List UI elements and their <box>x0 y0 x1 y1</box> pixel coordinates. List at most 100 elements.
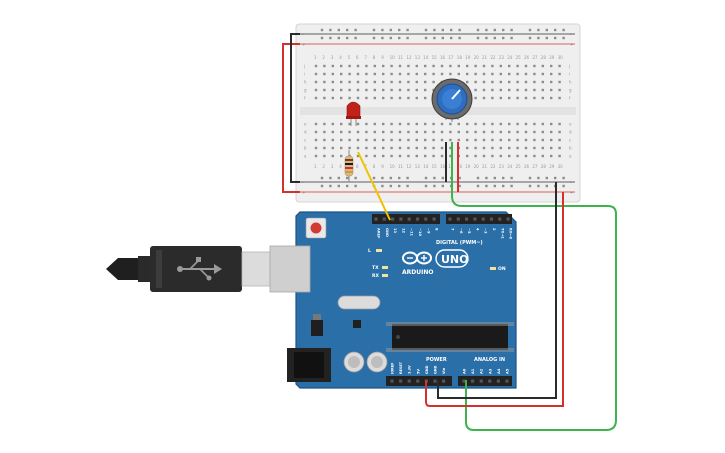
breadboard-hole[interactable] <box>348 146 351 150</box>
breadboard-hole[interactable] <box>466 154 469 158</box>
rail-hole[interactable] <box>337 28 340 32</box>
breadboard-hole[interactable] <box>449 72 452 76</box>
power-pin-hole[interactable] <box>390 379 394 383</box>
breadboard-hole[interactable] <box>348 88 351 92</box>
rail-hole[interactable] <box>398 176 401 180</box>
rail-hole[interactable] <box>329 36 332 40</box>
rail-hole[interactable] <box>537 184 540 188</box>
breadboard-hole[interactable] <box>390 88 393 92</box>
breadboard-hole[interactable] <box>314 122 318 126</box>
rail-hole[interactable] <box>441 176 444 180</box>
breadboard-hole[interactable] <box>356 146 360 150</box>
breadboard-hole[interactable] <box>482 72 486 76</box>
breadboard-hole[interactable] <box>314 96 318 100</box>
rail-hole[interactable] <box>389 36 392 40</box>
breadboard-hole[interactable] <box>524 146 528 150</box>
breadboard-hole[interactable] <box>415 64 418 68</box>
digital-pin-hole[interactable] <box>489 217 494 221</box>
breadboard-hole[interactable] <box>407 72 410 76</box>
breadboard-hole[interactable] <box>382 80 385 84</box>
breadboard-hole[interactable] <box>499 130 502 134</box>
breadboard-hole[interactable] <box>550 64 553 68</box>
breadboard-hole[interactable] <box>499 154 502 158</box>
breadboard-hole[interactable] <box>365 80 368 84</box>
breadboard-hole[interactable] <box>382 130 385 134</box>
breadboard-hole[interactable] <box>314 80 318 84</box>
breadboard-hole[interactable] <box>356 80 360 84</box>
rail-hole[interactable] <box>545 36 548 40</box>
breadboard-hole[interactable] <box>398 146 402 150</box>
breadboard-hole[interactable] <box>331 122 334 126</box>
breadboard-hole[interactable] <box>499 80 502 84</box>
breadboard-hole[interactable] <box>432 130 435 134</box>
rail-hole[interactable] <box>476 36 480 40</box>
rail-hole[interactable] <box>398 28 401 32</box>
rail-hole[interactable] <box>372 36 376 40</box>
rail-hole[interactable] <box>493 28 496 32</box>
rail-hole[interactable] <box>510 176 513 180</box>
rail-hole[interactable] <box>389 28 392 32</box>
rail-hole[interactable] <box>441 36 444 40</box>
breadboard-hole[interactable] <box>424 122 427 126</box>
breadboard-hole[interactable] <box>331 146 334 150</box>
digital-pin-hole[interactable] <box>473 217 477 221</box>
digital-header-left[interactable] <box>372 214 440 224</box>
rail-hole[interactable] <box>389 176 392 180</box>
rail-hole[interactable] <box>424 176 428 180</box>
breadboard-hole[interactable] <box>415 96 418 100</box>
breadboard-hole[interactable] <box>323 122 326 126</box>
breadboard-hole[interactable] <box>482 96 486 100</box>
breadboard-hole[interactable] <box>398 154 402 158</box>
breadboard-hole[interactable] <box>558 146 561 150</box>
breadboard-hole[interactable] <box>466 80 469 84</box>
rail-hole[interactable] <box>320 176 324 180</box>
breadboard-hole[interactable] <box>550 88 553 92</box>
breadboard-hole[interactable] <box>508 88 511 92</box>
rail-hole[interactable] <box>329 176 332 180</box>
breadboard-hole[interactable] <box>398 64 402 68</box>
breadboard-hole[interactable] <box>466 122 469 126</box>
rail-hole[interactable] <box>346 28 349 32</box>
breadboard-hole[interactable] <box>340 138 343 142</box>
breadboard-hole[interactable] <box>407 154 410 158</box>
breadboard-hole[interactable] <box>407 122 410 126</box>
breadboard-hole[interactable] <box>533 88 536 92</box>
breadboard-hole[interactable] <box>365 72 368 76</box>
rail-hole[interactable] <box>424 28 428 32</box>
power-pin-hole[interactable] <box>442 379 446 383</box>
breadboard-hole[interactable] <box>524 96 528 100</box>
breadboard-hole[interactable] <box>491 122 494 126</box>
rail-hole[interactable] <box>485 28 488 32</box>
breadboard-hole[interactable] <box>474 64 477 68</box>
breadboard-hole[interactable] <box>348 122 351 126</box>
breadboard-hole[interactable] <box>482 154 486 158</box>
rail-hole[interactable] <box>398 36 401 40</box>
breadboard-hole[interactable] <box>440 146 444 150</box>
rail-hole[interactable] <box>493 36 496 40</box>
wire-black-gnd[interactable] <box>437 182 557 399</box>
rail-hole[interactable] <box>354 176 357 180</box>
breadboard-hole[interactable] <box>499 138 502 142</box>
breadboard-hole[interactable] <box>398 88 402 92</box>
reset-button-cap[interactable] <box>310 222 322 234</box>
breadboard-hole[interactable] <box>424 154 427 158</box>
breadboard-hole[interactable] <box>348 64 351 68</box>
rail-hole[interactable] <box>528 36 532 40</box>
breadboard-hole[interactable] <box>541 154 544 158</box>
rail-hole[interactable] <box>485 36 488 40</box>
rail-hole[interactable] <box>354 28 357 32</box>
breadboard-hole[interactable] <box>482 130 486 134</box>
breadboard-hole[interactable] <box>541 130 544 134</box>
breadboard-hole[interactable] <box>356 138 360 142</box>
breadboard-hole[interactable] <box>508 146 511 150</box>
breadboard-hole[interactable] <box>482 64 486 68</box>
breadboard-hole[interactable] <box>558 80 561 84</box>
breadboard-hole[interactable] <box>356 130 360 134</box>
breadboard-hole[interactable] <box>323 146 326 150</box>
breadboard-hole[interactable] <box>331 138 334 142</box>
rail-hole[interactable] <box>433 184 436 188</box>
breadboard-hole[interactable] <box>482 88 486 92</box>
breadboard-hole[interactable] <box>390 64 393 68</box>
breadboard-hole[interactable] <box>340 72 343 76</box>
breadboard-hole[interactable] <box>474 72 477 76</box>
